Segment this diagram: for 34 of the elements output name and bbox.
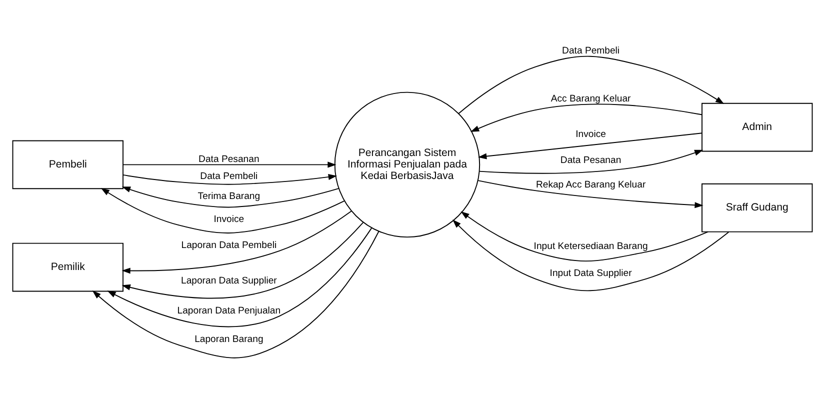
arrow [458, 56, 724, 114]
arrow [92, 231, 380, 358]
arrow [100, 188, 345, 234]
edge-label: Input Data Supplier [550, 268, 632, 279]
edge-label: Laporan Data Supplier [181, 276, 277, 287]
edge-label: Laporan Data Pembeli [181, 240, 277, 252]
node-box: Pemilik [12, 242, 124, 292]
edge-label: Terima Barang [198, 191, 260, 202]
edge-label: Invoice [214, 214, 244, 226]
arrow [460, 211, 708, 262]
edge-label: Laporan Data Penjualan [177, 305, 281, 316]
node-box: Sraff Gudang [702, 183, 813, 232]
arrow [478, 180, 704, 208]
edge-label: Input Ketersediaan Barang [534, 241, 648, 252]
node-box: Admin [702, 102, 813, 152]
arrow [470, 104, 702, 132]
arrow [122, 174, 337, 185]
edge-label: Laporan Barang [194, 334, 264, 346]
arrow [452, 219, 730, 292]
arrow [122, 210, 352, 274]
edge-label: Data Pembeli [200, 171, 258, 182]
arrow [107, 228, 372, 328]
arrow [122, 162, 336, 168]
edge-label: Data Pesanan [560, 154, 622, 166]
edge-label: Data Pembeli [562, 46, 620, 57]
arrow [122, 222, 364, 299]
edge-label: Acc Barang Keluar [550, 93, 631, 104]
arrow [122, 186, 340, 208]
node-box: Pembeli [12, 140, 124, 190]
arrow [478, 150, 704, 174]
edge-label: Rekap Acc Barang Keluar [536, 180, 646, 191]
edge-label: Invoice [576, 128, 606, 140]
arrow [478, 132, 702, 160]
edge-label: Data Pesanan [198, 154, 260, 165]
